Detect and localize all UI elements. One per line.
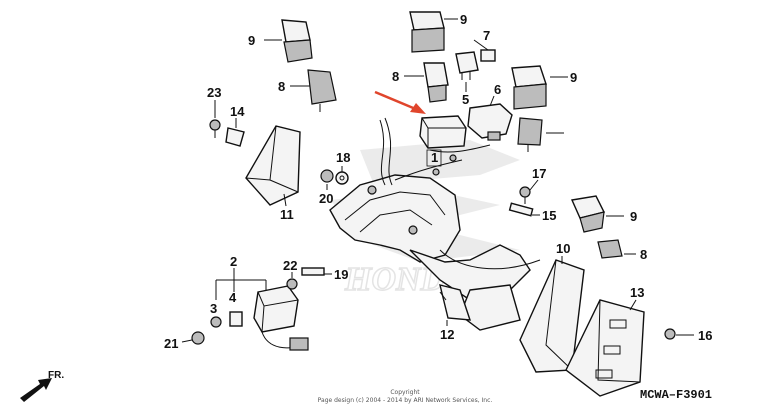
part-16-screw [664, 328, 676, 340]
callout-8-a: 8 [392, 69, 399, 84]
figure-code: MCWA–F3901 [640, 388, 712, 402]
harness-bracket [329, 117, 541, 331]
callout-1: 1 [431, 150, 438, 165]
callout-17: 17 [532, 166, 546, 181]
part-12-bracket [439, 284, 472, 321]
copyright-line-1: Copyright [390, 389, 420, 396]
callout-8-c: 8 [640, 247, 647, 262]
part-15-bolt [508, 202, 534, 217]
part-9-relay-lower [570, 195, 606, 233]
callout-18: 18 [336, 150, 350, 165]
part-8-relay-right [517, 117, 543, 152]
part-1-relay-box [419, 115, 467, 149]
callout-16: 16 [698, 328, 712, 343]
callout-numbers: 9 7 9 8 5 6 9 23 14 8 11 18 20 17 15 9 1… [164, 12, 712, 351]
callout-19: 19 [334, 267, 348, 282]
callout-8-b: 8 [278, 79, 285, 94]
part-3-nut [210, 316, 222, 328]
part-23-bolt [209, 119, 221, 138]
part-8-relay-mid [423, 62, 449, 103]
callout-21: 21 [164, 336, 178, 351]
part-7-fuse [480, 49, 496, 62]
callout-2: 2 [230, 254, 237, 269]
callout-15: 15 [542, 208, 556, 223]
callout-14: 14 [230, 104, 245, 119]
callout-20: 20 [319, 191, 333, 206]
callout-11: 11 [280, 207, 294, 222]
part-19-bolt [301, 267, 325, 276]
callout-12: 12 [440, 327, 454, 342]
part-5-relay [455, 51, 479, 80]
front-label: FR. [48, 370, 64, 381]
part-10-cover [519, 259, 585, 373]
callout-22: 22 [283, 258, 297, 273]
part-11-ecu [245, 125, 301, 206]
part-4-cushion [229, 311, 243, 327]
part-2-starter-relay [253, 285, 309, 351]
callout-4: 4 [229, 290, 237, 305]
red-arrow [374, 90, 426, 114]
callout-10: 10 [556, 241, 570, 256]
part-13-fuse-box [565, 299, 645, 397]
callout-1-box [426, 149, 442, 167]
part-18-washer [335, 171, 349, 185]
callout-9-a: 9 [460, 12, 467, 27]
callout-9-b: 9 [248, 33, 255, 48]
callout-9-c: 9 [570, 70, 577, 85]
part-20-nut [320, 169, 334, 183]
part-17-bolt [519, 186, 531, 204]
callout-13: 13 [630, 285, 644, 300]
callout-7: 7 [483, 28, 490, 43]
part-9-relay-top [409, 11, 445, 53]
front-direction: FR. [20, 370, 64, 402]
copyright-line-2: Page design (c) 2004 - 2014 by ARI Netwo… [318, 397, 493, 404]
part-21-nut [191, 331, 205, 345]
callout-5: 5 [462, 92, 469, 107]
callout-23: 23 [207, 85, 221, 100]
callout-9-d: 9 [630, 209, 637, 224]
callout-3: 3 [210, 301, 217, 316]
part-9-relay-left [281, 19, 313, 63]
part-6-mount [467, 103, 513, 141]
callout-6: 6 [494, 82, 501, 97]
part-8-relay-left [307, 69, 337, 112]
part-22-nut [286, 278, 298, 290]
part-9-relay-right [511, 65, 547, 110]
leader-lines [181, 18, 694, 343]
part-14-clip [225, 127, 245, 147]
part-8-relay-lower [597, 239, 623, 259]
